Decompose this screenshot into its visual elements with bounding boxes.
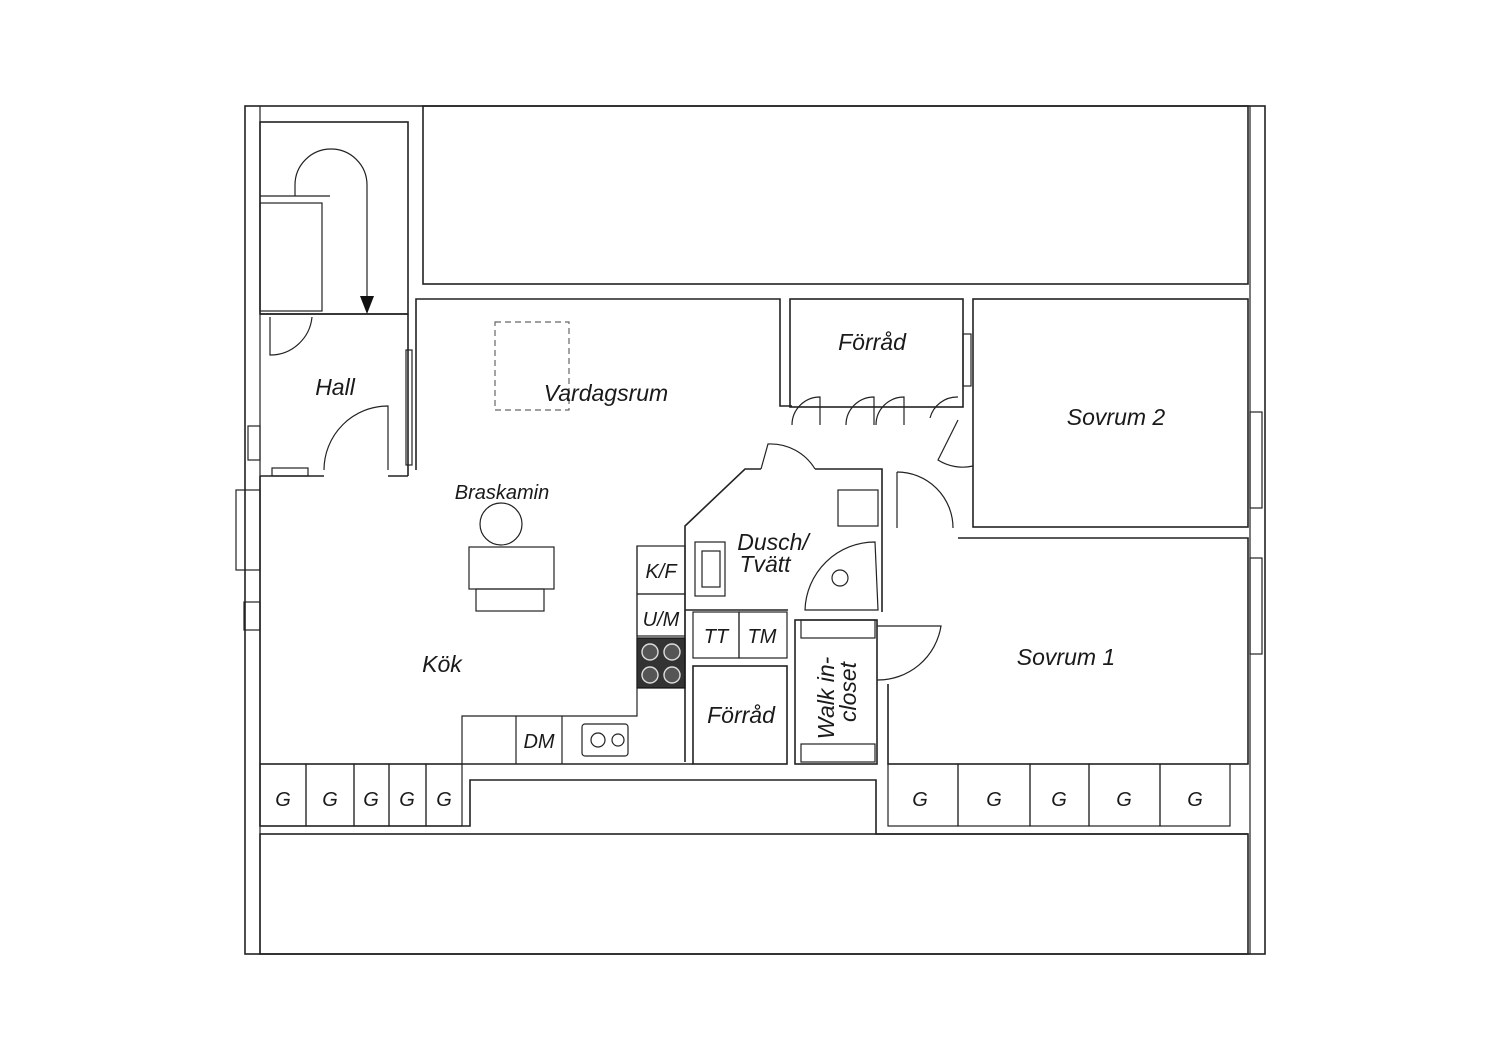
garage-left-5 [425, 763, 463, 827]
garage-left-label: G [399, 789, 415, 811]
bedroom-2 [972, 298, 1249, 528]
bath-sink-bowl [701, 550, 721, 588]
bedroom-1-window [1249, 557, 1263, 655]
garage-left-label: G [275, 789, 291, 811]
sink-bowl-icon [611, 733, 625, 747]
storage-bottom-label: Förråd [707, 702, 776, 728]
burner-icon [663, 643, 681, 661]
bath-label-line2: Tvätt [739, 551, 792, 577]
kitchen-label: Kök [422, 651, 463, 677]
dishwasher-label: DM [523, 731, 554, 753]
garage-right-label: G [986, 789, 1002, 811]
hall-bottom-window [271, 467, 309, 477]
closet-shelf-bottom [800, 743, 876, 763]
living-room-label: Vardagsrum [544, 380, 668, 406]
garage-right-label: G [912, 789, 928, 811]
hall-label: Hall [315, 374, 356, 400]
bath-shower [804, 541, 879, 611]
oven-label: U/M [643, 609, 680, 631]
stair-cupboard [259, 202, 323, 312]
bath-toilet [837, 489, 879, 527]
bedroom-1-door-swing [896, 471, 954, 529]
braskamin-base [468, 546, 555, 590]
hall-window [405, 349, 413, 466]
bath-top-wall [815, 468, 883, 526]
top-storage-block [422, 105, 1249, 285]
closet-label-line2: closet [835, 660, 861, 722]
tt-label: TT [704, 626, 730, 648]
bedroom-2-window [1249, 411, 1263, 509]
stair-area [259, 121, 409, 315]
garage-left-label: G [363, 789, 379, 811]
stair-curve [294, 148, 368, 300]
garage-left-label: G [436, 789, 452, 811]
burner-icon [663, 666, 681, 684]
hall-side-window [247, 425, 261, 461]
storage-top-window [962, 333, 972, 387]
storage-top-wardrobe-doors [791, 396, 959, 426]
bedroom-1-label: Sovrum 1 [1017, 644, 1115, 670]
bath-door-swing [760, 443, 816, 470]
burner-icon [641, 666, 659, 684]
bath-sink [694, 541, 726, 597]
garage-right-label: G [1187, 789, 1203, 811]
storage-top-label: Förråd [838, 329, 907, 355]
bottom-storage-block [259, 833, 1249, 955]
bedroom-2-label: Sovrum 2 [1067, 404, 1166, 430]
storage-bottom [692, 665, 788, 765]
kitchen-counter [461, 546, 638, 764]
skylight-dashed [494, 321, 570, 411]
hall-door-swing [323, 405, 389, 471]
bath-label-line1: Dusch/ [737, 529, 811, 555]
hall-top-door-swing [269, 316, 313, 356]
garage-right-label: G [1051, 789, 1067, 811]
garage-left-label: G [322, 789, 338, 811]
kitchen-sink [581, 723, 629, 757]
living-room-wall [415, 298, 792, 470]
bath-shower-drain [831, 569, 849, 587]
closet-door-swing [876, 625, 942, 681]
tm-label: TM [748, 626, 777, 648]
stair-arrow-icon [360, 296, 374, 314]
tm-box [738, 611, 788, 659]
braskamin-label: Braskamin [455, 482, 549, 504]
garage-right-5 [1159, 763, 1231, 827]
garage-right-label: G [1116, 789, 1132, 811]
fridge-label: K/F [645, 561, 678, 583]
burner-icon [641, 643, 659, 661]
braskamin-stove [479, 502, 523, 546]
bedroom-2-door-swing [937, 419, 974, 468]
closet-shelf-top [800, 619, 876, 639]
sink-bowl-icon [590, 732, 606, 748]
kitchen-window-2 [243, 601, 261, 631]
kitchen-window [235, 489, 261, 571]
braskamin-hearth [475, 588, 545, 612]
closet-label-line1: Walk in- [813, 656, 839, 739]
